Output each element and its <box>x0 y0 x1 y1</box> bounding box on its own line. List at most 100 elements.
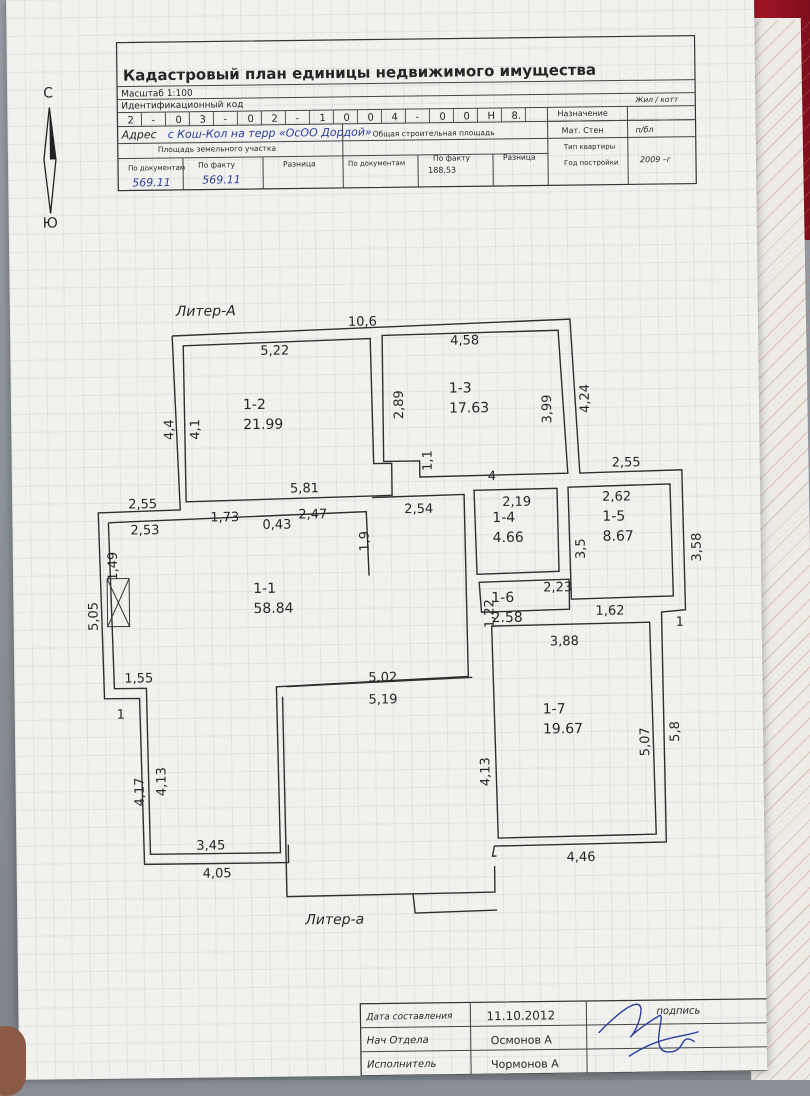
room-1-1-walls <box>108 494 470 854</box>
dimension-label: 1,49 <box>106 552 121 581</box>
thumb <box>0 1026 26 1096</box>
dimension-label: 4 <box>488 469 496 484</box>
dimension-label: 1 <box>676 615 684 630</box>
id-code-digit: 0 <box>439 112 446 123</box>
dimension-label: 5,22 <box>260 344 289 359</box>
id-code-digit: 0 <box>367 113 374 124</box>
dimension-label: 4,24 <box>578 384 593 413</box>
id-code-digit: 0 <box>463 111 470 122</box>
compass-north: С <box>43 85 53 101</box>
id-code-label: Идентификационный код <box>121 100 243 111</box>
room-area: 19.67 <box>543 721 583 737</box>
dimension-label: 2,23 <box>543 580 572 595</box>
flat-type-label: Тип квартиры <box>563 143 615 152</box>
porch-walls <box>282 677 497 915</box>
id-code-digit: Н <box>487 111 495 122</box>
col-fact: По факту <box>198 160 236 169</box>
footer-table: Дата составления 11.10.2012 подпись Нач … <box>360 999 767 1076</box>
dimension-label: 1,55 <box>124 671 153 686</box>
dimension-label: 4,13 <box>478 757 493 786</box>
dimension-label: 4,05 <box>203 866 232 881</box>
dimension-label: 5,02 <box>368 670 397 685</box>
date-value: 11.10.2012 <box>486 1008 555 1023</box>
col-fact-2: По факту <box>433 153 471 162</box>
dimension-label: 0,43 <box>262 518 291 533</box>
room-id: 1-3 <box>449 380 472 396</box>
exec-label: Исполнитель <box>367 1059 437 1071</box>
id-code-digit: - <box>295 113 299 124</box>
dimension-label: 2,55 <box>612 455 641 470</box>
id-code-digit: 2 <box>271 114 278 125</box>
dimension-label: 2,19 <box>502 495 531 510</box>
room-1-2-walls <box>183 338 392 502</box>
room-id: 1-5 <box>602 508 625 524</box>
land-area-label: Площадь земельного участка <box>158 144 276 154</box>
purpose-label: Назначение <box>557 109 607 119</box>
dimension-label: 5,05 <box>86 602 101 631</box>
id-code-digit: - <box>415 112 419 123</box>
stove-cross <box>107 579 130 627</box>
cadastral-sheet: С Ю Кадастровый план единицы недвижимого… <box>6 0 767 1080</box>
liter-a-label: Литер-А <box>175 303 236 320</box>
dimension-label: 10,6 <box>348 314 377 329</box>
id-code-digit: - <box>223 114 227 125</box>
id-code-digit: 0 <box>175 115 182 126</box>
year-label: Год постройки <box>564 159 619 168</box>
exec-value: Чормонов А <box>491 1057 559 1071</box>
room-area: 58.84 <box>253 601 293 617</box>
dimension-label: 4,46 <box>566 850 595 865</box>
room-area: 17.63 <box>449 400 489 416</box>
dimension-label: 3,88 <box>550 634 579 649</box>
col-doc: По документам <box>128 164 185 173</box>
head-label: Нач Отдела <box>367 1035 429 1047</box>
id-code-digit: 2 <box>127 115 134 126</box>
col-diff: Разница <box>283 159 316 168</box>
room-id: 1-4 <box>492 510 515 526</box>
dimension-label: 1,62 <box>595 603 624 618</box>
build-area-label: Общая строительная площадь <box>373 128 495 138</box>
dimension-label: 2,62 <box>602 489 631 504</box>
dimension-label: 4,17 <box>133 777 148 806</box>
material-label: Мат. Стен <box>562 126 604 136</box>
header-title: Кадастровый план единицы недвижимого иму… <box>123 61 596 85</box>
head-value: Осмонов А <box>491 1033 553 1047</box>
dimension-label: 2,53 <box>130 523 159 538</box>
dimension-label: 2,89 <box>392 390 407 419</box>
dimension-label: 3,5 <box>574 538 589 559</box>
material-value: п/бл <box>636 125 654 134</box>
dimension-labels: 10,6 5,22 4,58 2,89 3,99 4,24 4,4 4,1 1,1 4 2,55 5,… <box>83 311 709 884</box>
id-code-digit: 0 <box>343 113 350 124</box>
dimension-label: 1,9 <box>358 531 373 552</box>
id-code-digit: 3 <box>199 115 206 126</box>
cadastral-drawing: С Ю Кадастровый план единицы недвижимого… <box>6 0 767 1080</box>
header-scale: Масштаб 1:100 <box>121 89 193 100</box>
id-code-digit: 8. <box>511 111 521 122</box>
room-id: 1-2 <box>243 397 266 413</box>
dimension-label: 3,58 <box>690 533 705 562</box>
dimension-label: 5,19 <box>368 692 397 707</box>
year-value: 2009 –г <box>640 155 672 164</box>
room-area: 8.67 <box>603 528 634 544</box>
dimension-label: 1,1 <box>421 450 436 471</box>
land-area-fact: 569.11 <box>202 173 241 186</box>
dimension-label: 2,55 <box>128 497 157 512</box>
dimension-label: 5,8 <box>668 721 683 742</box>
id-code-digit: 4 <box>391 112 398 123</box>
id-code-digit: 0 <box>247 114 254 125</box>
dimension-label: 1 <box>117 708 125 723</box>
address-value: с Кош-Кол на терр «ОсОО Дордой» <box>168 126 372 141</box>
id-code-digit: 1 <box>319 113 326 124</box>
compass: С Ю <box>41 85 58 231</box>
dimension-label: 3,99 <box>540 394 555 423</box>
dimension-label: 1,22 <box>482 599 497 628</box>
purpose-value: Жил / котт <box>634 95 679 105</box>
dimension-label: 4,58 <box>450 333 479 348</box>
header-table: Кадастровый план единицы недвижимого иму… <box>117 36 697 191</box>
address-label: Адрес <box>121 128 157 141</box>
sign-label: подпись <box>656 1006 700 1018</box>
dimension-label: 4,1 <box>188 419 203 440</box>
room-id: 1-7 <box>543 701 566 717</box>
room-area: 21.99 <box>243 417 283 433</box>
compass-south: Ю <box>43 215 58 231</box>
dimension-label: 4,4 <box>162 419 177 440</box>
